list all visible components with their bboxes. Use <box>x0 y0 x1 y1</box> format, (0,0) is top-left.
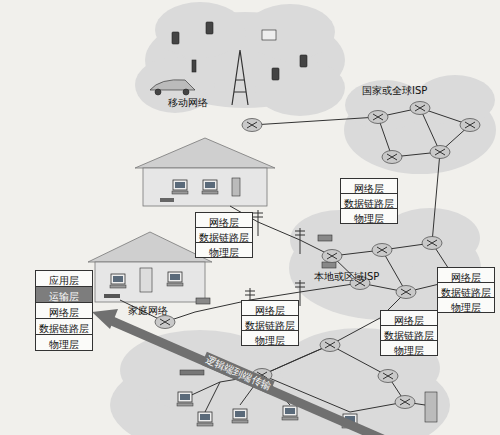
routers <box>460 119 480 132</box>
protocol-layer-box: 数据链路层 <box>437 282 495 298</box>
protocol-layer-box: 物理层 <box>437 297 495 313</box>
protocol-layer-box: 物理层 <box>241 330 299 346</box>
routers <box>395 396 415 409</box>
home-house-left <box>104 294 120 298</box>
mobile-devices <box>172 32 179 44</box>
mobile-devices <box>150 22 307 105</box>
protocol-layer-box: 数据链路层 <box>340 193 398 209</box>
local-isp-cloud <box>289 208 481 320</box>
layer-name: 物理层 <box>354 212 384 225</box>
network-links <box>432 152 440 243</box>
home-house-left <box>88 232 212 262</box>
home-house-upper <box>143 168 267 206</box>
home-house-upper <box>172 180 188 194</box>
mobile-devices <box>272 68 279 80</box>
protocol-layer-box: 网络层 <box>437 267 495 283</box>
routers <box>372 244 392 257</box>
layer-name: 物理层 <box>209 246 239 259</box>
protocol-layer-box: 物理层 <box>340 208 398 224</box>
mobile-network-cloud <box>135 57 215 113</box>
mobile-network-cloud <box>245 4 335 60</box>
home-house-upper <box>160 198 174 202</box>
routers <box>242 119 262 132</box>
enterprise-hosts <box>197 412 213 426</box>
mobile-devices <box>192 60 196 72</box>
routers <box>320 339 340 352</box>
routers <box>382 151 402 164</box>
protocol-layer-box: 数据链路层 <box>241 315 299 331</box>
enterprise-hosts <box>177 370 437 428</box>
protocol-layer-box: 物理层 <box>195 242 253 258</box>
enterprise-network-cloud <box>280 328 440 408</box>
routers <box>378 370 398 383</box>
layer-name: 物理层 <box>255 334 285 347</box>
protocol-layer-box: 运输层 <box>35 286 93 303</box>
mobile-devices <box>300 55 307 67</box>
mobile-devices <box>183 89 189 95</box>
mobile-devices <box>150 80 195 90</box>
protocol-layer-box: 物理层 <box>35 334 93 351</box>
layer-name: 物理层 <box>49 338 79 351</box>
protocol-layer-box: 数据链路层 <box>35 318 93 335</box>
mobile-network-cloud <box>155 2 245 58</box>
end-to-end-arrow <box>92 309 118 329</box>
routers <box>430 146 450 159</box>
routers <box>396 286 416 299</box>
protocol-layer-box: 网络层 <box>340 178 398 194</box>
network-links <box>120 283 360 322</box>
network-illustration <box>295 228 305 254</box>
region-label: 本地或区域ISP <box>314 270 379 284</box>
modem <box>322 262 336 268</box>
home-house-left <box>140 268 152 292</box>
home-house-upper <box>232 178 240 196</box>
layer-name: 物理层 <box>451 301 481 314</box>
enterprise-hosts <box>177 392 193 406</box>
modem <box>196 298 210 304</box>
home-house-left <box>110 274 126 288</box>
protocol-layer-box: 网络层 <box>241 300 299 316</box>
protocol-layer-box: 网络层 <box>35 302 93 319</box>
end-to-end-arrow <box>92 309 385 435</box>
network-links <box>252 117 378 125</box>
routers <box>410 102 430 115</box>
mobile-devices <box>206 22 213 34</box>
routers <box>322 250 342 263</box>
network-links <box>378 108 470 157</box>
mobile-network-cloud <box>135 2 345 116</box>
home-house-left <box>95 262 205 302</box>
mobile-devices <box>232 50 248 105</box>
protocol-layer-box: 数据链路层 <box>195 227 253 243</box>
home-house-left <box>88 232 212 302</box>
network-links <box>120 108 470 412</box>
enterprise-hosts <box>425 392 437 422</box>
routers <box>155 102 480 409</box>
modem <box>318 235 332 241</box>
end-to-end-arrow <box>112 321 385 435</box>
region-label: 家庭网络 <box>128 304 168 318</box>
global-isp-cloud <box>344 75 496 174</box>
routers <box>368 111 388 124</box>
network-illustration <box>253 210 263 236</box>
home-house-upper <box>202 180 218 194</box>
protocol-layer-box: 物理层 <box>380 340 438 356</box>
region-label: 国家或全球ISP <box>362 84 427 98</box>
mobile-devices <box>155 89 161 95</box>
mobile-devices <box>262 30 276 40</box>
region-label: 移动网络 <box>168 96 208 110</box>
global-isp-cloud <box>415 75 495 125</box>
home-house-left <box>167 272 183 286</box>
protocol-layer-box: 应用层 <box>35 270 93 287</box>
protocol-layer-box: 数据链路层 <box>380 325 438 341</box>
enterprise-hosts <box>282 406 298 420</box>
protocol-layer-box: 网络层 <box>380 310 438 326</box>
home-house-upper <box>135 138 275 168</box>
enterprise-hosts <box>232 409 248 423</box>
home-house-upper <box>135 138 275 206</box>
protocol-layer-box: 网络层 <box>195 212 253 228</box>
mobile-network-cloud <box>255 60 345 116</box>
routers <box>155 316 175 329</box>
routers <box>422 237 442 250</box>
enterprise-hosts <box>180 370 204 375</box>
layer-name: 物理层 <box>394 344 424 357</box>
